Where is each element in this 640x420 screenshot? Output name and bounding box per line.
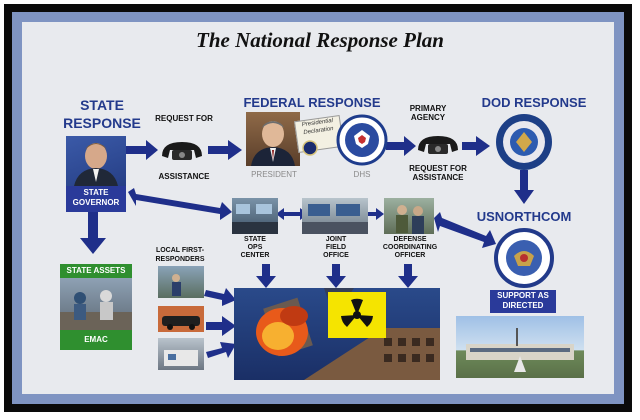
joint-field-office-label: JOINT FIELD OFFICE [306,236,366,260]
state-heading-line2: RESPONSE [63,115,141,131]
local-first-responders-label: LOCAL FIRST- RESPONDERS [148,246,212,264]
radiation-sign [328,292,386,338]
dod-response-heading: DOD RESPONSE [481,95,587,110]
presidential-seal-icon [302,140,318,161]
state-assets-label: STATE ASSETS [60,264,132,278]
headquarters-building-icon [466,328,574,372]
governor-photo [66,136,126,186]
support-line1: SUPPORT AS [497,291,549,300]
state-response-heading: STATE RESPONSE [60,96,144,132]
headquarters-photo [456,316,584,378]
local-label-line2: RESPONDERS [155,256,205,263]
primary-agency-label: PRIMARY AGENCY [400,104,456,122]
usnorthcom-label: USNORTHCOM [476,209,572,224]
dco-line3: OFFICER [394,252,426,259]
local-responder-photo-3 [158,338,204,370]
local-responder-photo-2 [158,306,204,332]
arrow-local3 [206,342,236,358]
arrow-phone-to-dod [462,136,490,156]
governor-label-line2: GOVERNOR [72,198,120,207]
dod-request-line2: ASSISTANCE [412,173,464,182]
rescue-workers-icon [60,290,132,330]
arrow-governor-to-phone [126,140,158,160]
state-ops-center-label: STATE OPS CENTER [232,236,278,260]
telephone-icon [158,136,206,167]
dod-request-label: REQUEST FOR ASSISTANCE [398,164,478,182]
governor-label-line1: STATE [83,188,109,197]
president-caption: PRESIDENT [251,170,297,179]
jfo-line1: JOINT [325,236,347,243]
stateops-line3: CENTER [240,252,270,259]
arrow-dod-to-usnorthcom [514,170,534,204]
arrow-governor-to-assets [80,212,106,254]
local-responder-photo-1 [158,266,204,298]
dco-line2: COORDINATING [382,244,438,251]
state-assets-photo [60,278,132,330]
arrow-jfo-down [326,264,346,288]
burning-building-icon [256,288,440,380]
state-ops-center-photo [232,198,278,234]
defense-coordinating-officer-photo [384,198,434,234]
request-for-label: REQUEST FOR [155,114,213,123]
dod-telephone-icon [414,130,462,161]
arrow-dco-usnorthcom [434,212,496,248]
arrow-local1 [204,288,236,306]
stateops-line1: STATE [244,236,266,243]
joint-field-office-photo [302,198,368,234]
arrow-dhs-to-phone [386,136,416,156]
arrow-stateops-down [256,264,276,288]
state-heading-line1: STATE [80,97,124,113]
governor-portrait-icon [74,143,118,186]
arrow-phone-to-president [208,140,242,160]
jfo-line3: OFFICE [323,252,349,259]
federal-response-heading: FEDERAL RESPONSE [243,95,381,110]
arrow-dco-down [398,264,418,288]
state-governor-label: STATE GOVERNOR [66,186,126,212]
arrow-stateops-jfo [276,208,308,220]
dod-request-line1: REQUEST FOR [409,164,467,173]
primary-agency-line2: AGENCY [410,113,446,122]
usnorthcom-seal-icon [494,228,554,293]
arrow-local2 [206,316,236,336]
incident-photo [234,288,440,380]
support-as-directed-label: SUPPORT AS DIRECTED [490,290,556,313]
arrow-governor-stateops [128,188,232,220]
dod-seal-icon [494,112,554,177]
emac-label: EMAC [60,330,132,350]
dco-line1: DEFENSE [393,236,427,243]
president-photo [246,112,300,166]
dhs-caption: DHS [353,170,371,179]
primary-agency-line1: PRIMARY [409,104,447,113]
page-title: The National Response Plan [196,28,444,52]
radiation-icon [341,298,373,327]
local-label-line1: LOCAL FIRST- [155,247,205,254]
support-line2: DIRECTED [502,301,544,310]
defense-coordinating-officer-label: DEFENSE COORDINATING OFFICER [376,236,444,260]
jfo-line2: FIELD [325,244,347,251]
president-portrait-icon [251,121,295,166]
stateops-line2: OPS [247,244,263,251]
dhs-seal-icon [336,114,388,171]
assistance-label: ASSISTANCE [158,172,210,181]
